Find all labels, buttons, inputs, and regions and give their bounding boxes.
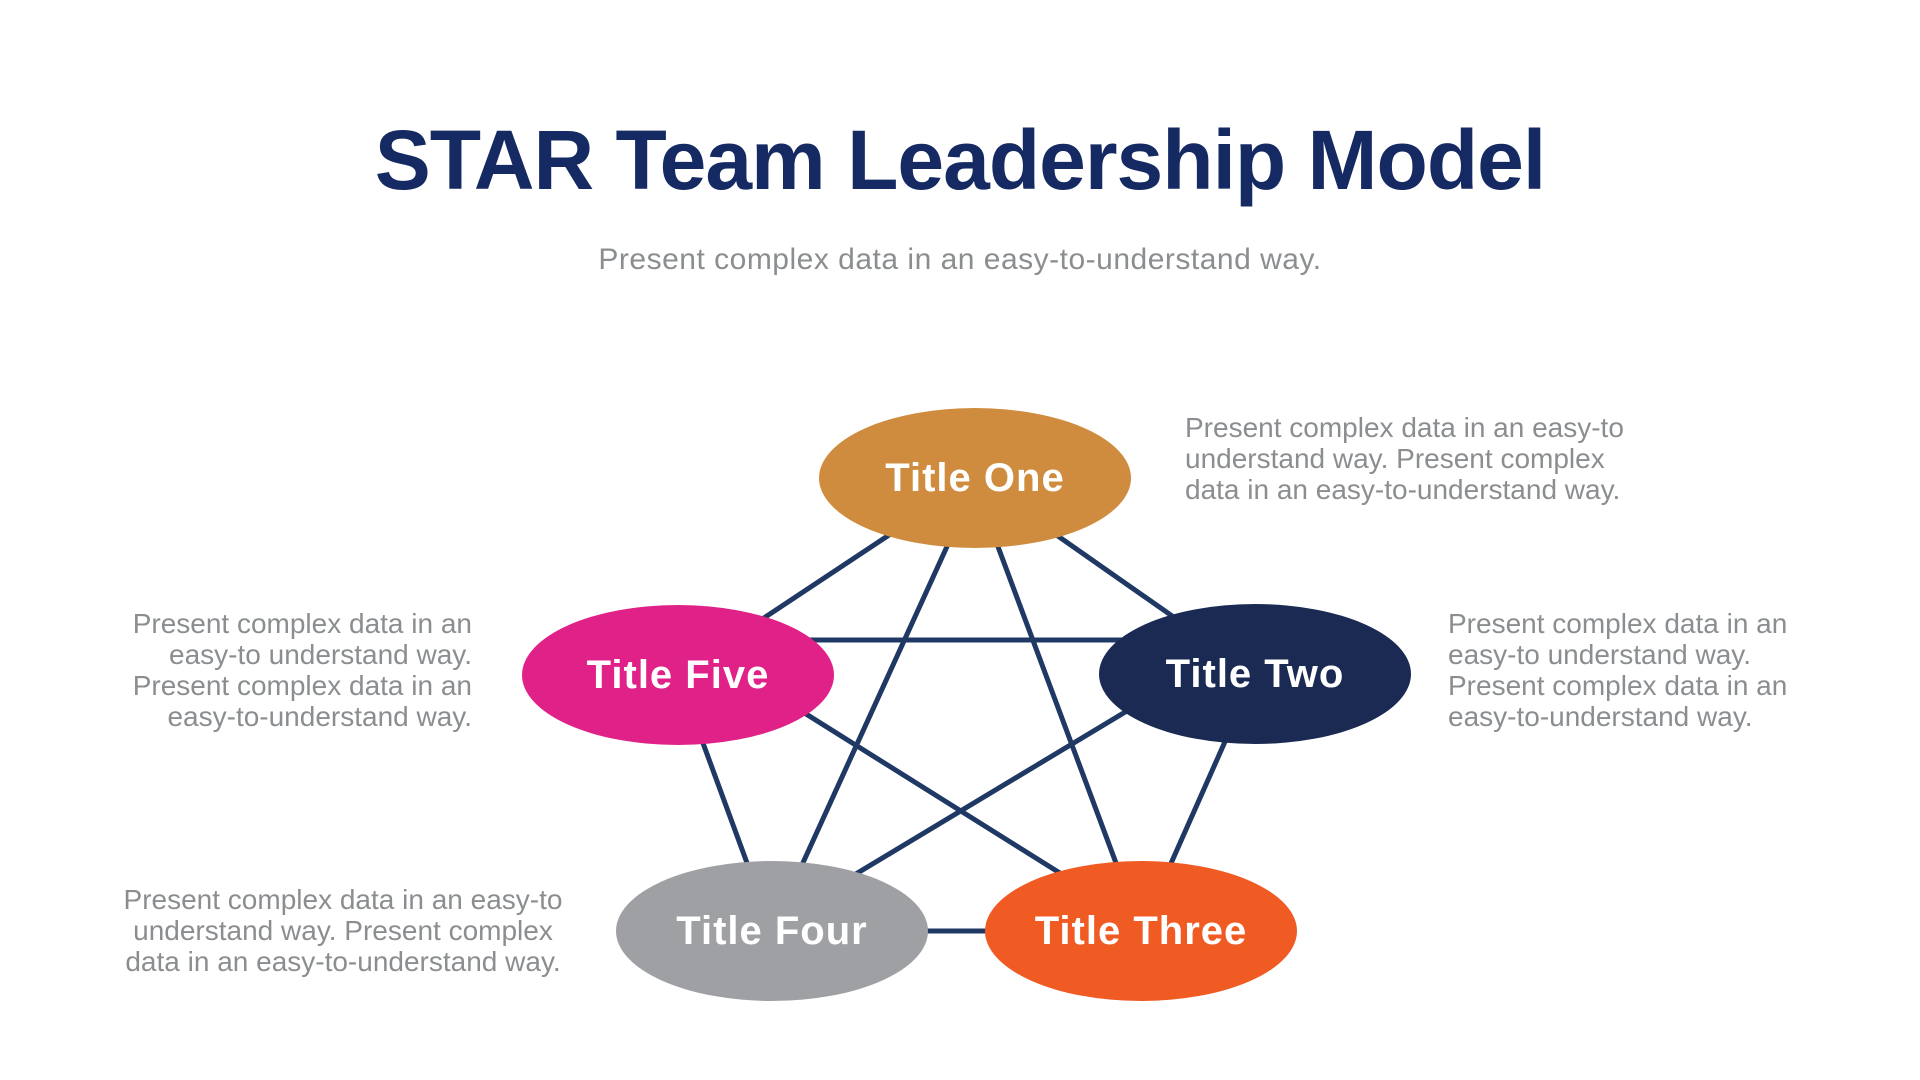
annotation-title-two: Present complex data in an easy-to under… bbox=[1448, 608, 1788, 732]
node-title-five-label: Title Five bbox=[586, 652, 770, 697]
pentagram-star-lines bbox=[679, 478, 1255, 929]
annotation-title-one: Present complex data in an easy-to under… bbox=[1185, 412, 1624, 505]
node-title-three: Title Three bbox=[985, 861, 1297, 1001]
node-title-two-label: Title Two bbox=[1165, 651, 1345, 696]
page-subtitle: Present complex data in an easy-to-under… bbox=[598, 243, 1322, 276]
node-title-one-label: Title One bbox=[885, 455, 1065, 500]
node-title-four: Title Four bbox=[616, 861, 928, 1001]
node-title-five: Title Five bbox=[522, 605, 834, 745]
node-title-two: Title Two bbox=[1099, 604, 1411, 744]
node-title-three-label: Title Three bbox=[1034, 908, 1248, 953]
node-title-four-label: Title Four bbox=[676, 908, 868, 953]
annotation-title-four: Present complex data in an easy-to under… bbox=[123, 884, 563, 977]
page-title: STAR Team Leadership Model bbox=[374, 113, 1546, 207]
node-title-one: Title One bbox=[819, 408, 1131, 548]
annotation-title-five: Present complex data in an easy-to under… bbox=[132, 608, 472, 732]
